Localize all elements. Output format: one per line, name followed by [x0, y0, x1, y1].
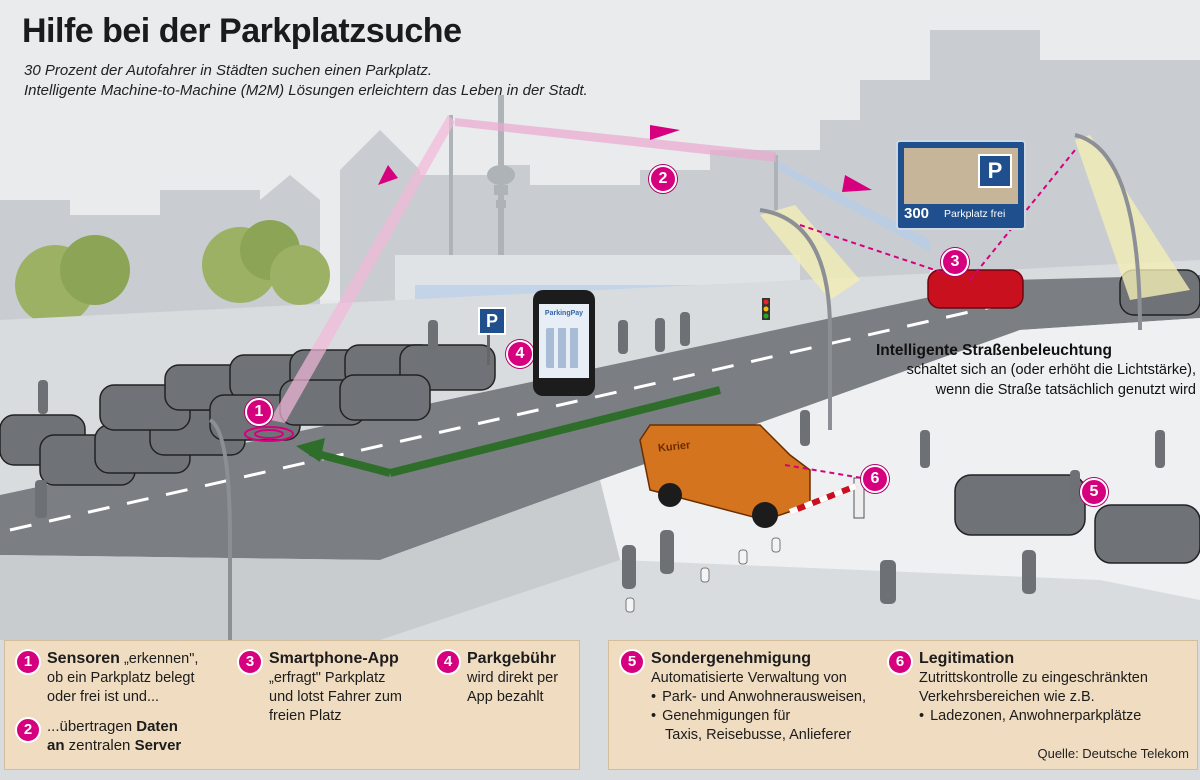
legend-6-bullet-1: Ladezonen, Anwohnerparkplätze [919, 707, 1192, 726]
street-light-heading: Intelligente Straßenbeleuchtung [876, 342, 1112, 359]
traffic-light [762, 298, 770, 320]
legend-2-bold-1: Daten [136, 718, 178, 735]
subtitle-line-2: Intelligente Machine-to-Machine (M2M) Lö… [24, 82, 588, 99]
marker-5: 5 [1080, 478, 1108, 506]
legend-6-heading: Legitimation [919, 650, 1015, 667]
phone-keypad [546, 328, 582, 368]
legend-6-line-2: Verkehrsbereichen wie z.B. [919, 689, 1095, 705]
legend-3-line-2: und lotst Fahrer zum [269, 689, 402, 705]
legend-marker-2: 2 [15, 717, 41, 743]
marker-3: 3 [941, 248, 969, 276]
signal-arrows [378, 125, 872, 192]
sign-free-text: Parkplatz frei [944, 208, 1006, 220]
tv-tower [449, 95, 778, 285]
legend-1-heading: Sensoren [47, 650, 120, 667]
legend-item-2: 2 ...übertragen Daten an zentralen Serve… [15, 717, 225, 755]
legend-3-heading: Smartphone-App [269, 650, 399, 667]
route-line [308, 386, 721, 477]
legend-2-pre: ...übertragen [47, 718, 137, 735]
legend-5-heading: Sondergenehmigung [651, 650, 811, 667]
legend-item-1: 1 Sensoren „erkennen", ob ein Parkplatz … [15, 649, 225, 707]
legend-item-5: 5 Sondergenehmigung Automatisierte Verwa… [619, 649, 889, 745]
legend-marker-6: 6 [887, 649, 913, 675]
parking-guidance-sign: P 300 Parkplatz frei [896, 140, 1026, 230]
legend-6-line-1: Zutrittskontrolle zu eingeschränkten [919, 670, 1148, 686]
source-credit: Quelle: Deutsche Telekom [1037, 746, 1189, 761]
street-light-line-2: wenn die Straße tatsächlich genutzt wird [935, 382, 1196, 398]
page-title: Hilfe bei der Parkplatzsuche [22, 12, 462, 50]
sensor-rings [244, 426, 294, 442]
legend-panel-left: 1 Sensoren „erkennen", ob ein Parkplatz … [4, 640, 580, 770]
courier-truck [639, 424, 811, 528]
smartphone: ParkingPay [533, 290, 595, 396]
legend-5-bullet-2-cont: Taxis, Reisebusse, Anlieferer [665, 727, 852, 743]
legend-5-bullet-2: Genehmigungen für [651, 707, 889, 726]
legend-marker-3: 3 [237, 649, 263, 675]
legend-item-3: 3 Smartphone-App „erfragt" Parkplatz und… [237, 649, 427, 726]
lane-markings [9, 303, 1001, 532]
legend-3-line-1: „erfragt" Parkplatz [269, 670, 386, 686]
marker-6: 6 [861, 465, 889, 493]
beam-mast-to-server [455, 118, 776, 162]
beam-server-to-car [778, 162, 930, 252]
beam-sensor-to-mast [270, 115, 455, 423]
parking-sign: P [478, 307, 506, 335]
legend-5-line-1: Automatisierte Verwaltung von [651, 670, 847, 686]
pedestrians [35, 312, 1165, 604]
legend-4-heading: Parkgebühr [467, 650, 556, 667]
marker-2: 2 [649, 165, 677, 193]
marker-4: 4 [506, 340, 534, 368]
legend-item-6: 6 Legitimation Zutrittskontrolle zu eing… [887, 649, 1192, 726]
legend-4-line-2: App bezahlt [467, 689, 544, 705]
legend-3-line-3: freien Platz [269, 708, 342, 724]
street-light-annotation: Intelligente Straßenbeleuchtung schaltet… [876, 342, 1196, 400]
phone-screen: ParkingPay [539, 304, 589, 378]
parking-sign-pole [487, 335, 490, 365]
subtitle-line-1: 30 Prozent der Autofahrer in Städten suc… [24, 62, 433, 79]
legend-1-line-2: ob ein Parkplatz belegt [47, 670, 195, 686]
sign-p-symbol: P [978, 154, 1012, 188]
legend-4-line-1: wird direkt per [467, 670, 559, 686]
bollards [625, 537, 781, 613]
legend-marker-1: 1 [15, 649, 41, 675]
red-car [927, 269, 1024, 309]
legend-6-list: Ladezonen, Anwohnerparkplätze [919, 707, 1192, 726]
sign-distance: 300 [904, 205, 930, 222]
legend-item-4: 4 Parkgebühr wird direkt per App bezahlt [435, 649, 575, 707]
legend-panel-right: 5 Sondergenehmigung Automatisierte Verwa… [608, 640, 1198, 770]
legend-marker-4: 4 [435, 649, 461, 675]
legend-5-list: Park- und Anwohnerausweisen, Genehmigung… [651, 688, 889, 726]
parked-cars [0, 269, 1200, 564]
legend-marker-5: 5 [619, 649, 645, 675]
street-light-line-1: schaltet sich an (oder erhöht die Lichts… [906, 362, 1196, 378]
legend-1-heading-rest: „erkennen", [119, 651, 199, 667]
trees [15, 220, 330, 325]
marker-1: 1 [245, 398, 273, 426]
legend-5-bullet-1: Park- und Anwohnerausweisen, [651, 688, 889, 707]
legend-2-bold-2: an [47, 737, 65, 754]
legend-2-bold-3: Server [134, 737, 182, 754]
street-lights [208, 133, 1190, 640]
route-arrowhead [296, 438, 325, 462]
legend-2-mid: zentralen [64, 737, 135, 754]
phone-app-name: ParkingPay [544, 310, 584, 317]
legend-1-line-3: oder frei ist und... [47, 689, 160, 705]
